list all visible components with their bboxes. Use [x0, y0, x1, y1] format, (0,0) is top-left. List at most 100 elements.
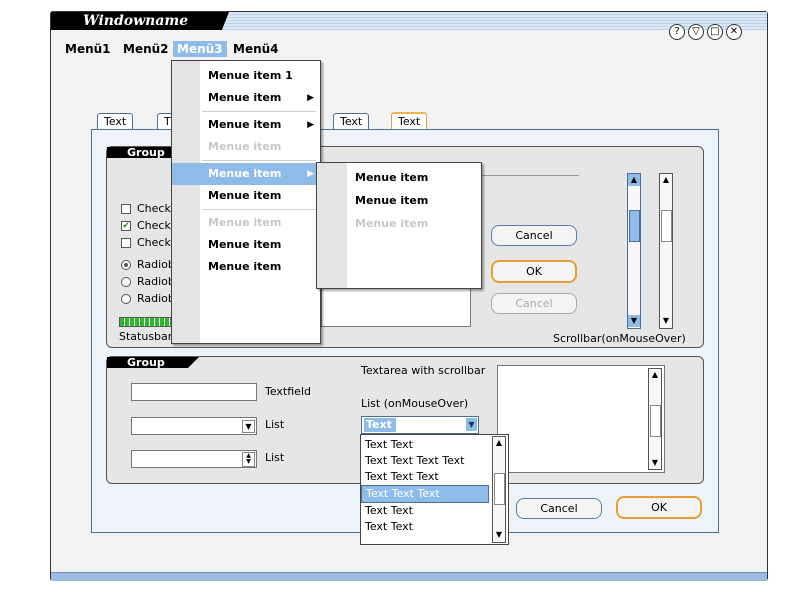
- cancel-button-footer[interactable]: Cancel: [516, 498, 602, 519]
- radio-dot: [124, 263, 128, 267]
- group-1-label: Group: [107, 147, 199, 158]
- status-progress-bar: [119, 317, 177, 327]
- scrollbar-1[interactable]: ▲ ▼: [627, 173, 641, 329]
- scroll-down-icon[interactable]: ▼: [495, 530, 503, 539]
- cancel-button-1[interactable]: Cancel: [491, 225, 577, 246]
- maximize-icon[interactable]: □: [707, 24, 723, 40]
- help-icon[interactable]: ?: [669, 24, 685, 40]
- text-field[interactable]: [131, 383, 257, 401]
- title-bar[interactable]: [51, 12, 767, 30]
- menu3-item-8[interactable]: Menue item: [208, 238, 282, 251]
- scroll-down-icon[interactable]: ▼: [628, 315, 640, 327]
- textfield-label: Textfield: [265, 385, 311, 398]
- textarea[interactable]: ▲ ▼: [497, 365, 665, 473]
- tab-4-active[interactable]: Text: [391, 112, 428, 130]
- checkbox-1-label: Check: [137, 202, 171, 215]
- scroll-down-icon[interactable]: ▼: [662, 316, 670, 325]
- list-item[interactable]: Text Text Text Text: [365, 454, 465, 467]
- menu3-item-1[interactable]: Menue item 1: [208, 69, 293, 82]
- statusbar-label: Statusbar: [119, 330, 173, 343]
- list-item[interactable]: Text Text: [365, 438, 413, 451]
- checkbox-3[interactable]: [121, 238, 131, 248]
- menu3-item-9[interactable]: Menue item: [208, 260, 282, 273]
- tab-1[interactable]: Text: [97, 113, 134, 130]
- list-item[interactable]: Text Text: [365, 520, 413, 533]
- menu3-item-3[interactable]: Menue item▶: [172, 114, 320, 136]
- scroll-down-icon[interactable]: ▼: [651, 458, 659, 467]
- list-select-mouseover[interactable]: Text ▼: [361, 416, 479, 434]
- list-scrollbar[interactable]: ▲ ▼: [492, 436, 506, 543]
- list-spinner[interactable]: ▲▼: [131, 450, 257, 468]
- list-item[interactable]: Text Text: [365, 504, 413, 517]
- menu-menu3[interactable]: Menü3: [173, 41, 227, 57]
- submenu-item-1[interactable]: Menue item: [355, 171, 429, 184]
- chevron-down-icon[interactable]: ▼: [242, 420, 255, 433]
- window-title: Windowname: [83, 13, 189, 29]
- textarea-scrollbar[interactable]: ▲ ▼: [648, 368, 662, 470]
- scrollbar-label: Scrollbar(onMouseOver): [553, 332, 686, 345]
- scroll-up-icon[interactable]: ▲: [651, 370, 659, 379]
- checkbox-1[interactable]: [121, 204, 131, 214]
- ok-button-footer[interactable]: OK: [616, 496, 702, 519]
- ok-button-1[interactable]: OK: [491, 260, 577, 283]
- title-tab: [51, 12, 229, 30]
- menu-menu4[interactable]: Menü4: [233, 42, 279, 56]
- radio-3-label: Radiob: [137, 292, 175, 305]
- list-item-highlighted[interactable]: Text Text Text: [361, 485, 489, 503]
- chevron-down-icon[interactable]: ▼: [466, 418, 477, 431]
- group-2-label: Group: [107, 357, 199, 368]
- menu3-item-7-disabled: Menue item: [208, 216, 282, 229]
- menu-separator: [202, 111, 316, 112]
- scrollbar-2[interactable]: ▲ ▼: [659, 173, 673, 329]
- checkbox-2-checked[interactable]: ✔: [121, 221, 131, 231]
- menu-icon-strip: [172, 61, 200, 343]
- minimize-icon[interactable]: ▽: [688, 24, 704, 40]
- submenu-item-2[interactable]: Menue item: [355, 194, 429, 207]
- submenu-item-3-disabled: Menue item: [355, 217, 429, 230]
- scroll-thumb[interactable]: [650, 405, 661, 437]
- list-item[interactable]: Text Text Text: [365, 470, 439, 483]
- radio-1-selected[interactable]: [121, 260, 131, 270]
- menu-menu1[interactable]: Menü1: [65, 42, 111, 56]
- spinner-arrows-icon[interactable]: ▲▼: [242, 452, 255, 467]
- tab-3[interactable]: Text: [333, 113, 370, 130]
- list-selected-value: Text: [364, 418, 396, 432]
- list-dropdown[interactable]: Text Text Text Text Text Text Text Text …: [360, 434, 509, 545]
- list-select-1[interactable]: ▼: [131, 417, 257, 435]
- scroll-thumb[interactable]: [494, 473, 505, 505]
- window-bottom-bar: [51, 572, 767, 581]
- group-2: Group Textfield ▼ List ▲▼ List Textarea …: [106, 356, 704, 484]
- submenu-dropdown: Menue item Menue item Menue item: [316, 162, 482, 289]
- radio-2[interactable]: [121, 277, 131, 287]
- menu-separator: [202, 160, 316, 161]
- submenu-items: Menue item Menue item Menue item: [319, 167, 481, 236]
- cancel-button-disabled: Cancel: [491, 293, 577, 314]
- scroll-up-icon[interactable]: ▲: [495, 438, 503, 447]
- scroll-thumb[interactable]: [661, 210, 672, 242]
- menu-menu2[interactable]: Menü2: [123, 42, 169, 56]
- scroll-up-icon[interactable]: ▲: [662, 175, 670, 184]
- menu-item-label: Menue item: [208, 91, 282, 104]
- checkbox-2-label: Check: [137, 219, 171, 232]
- submenu-arrow-icon: ▶: [307, 120, 314, 130]
- menu3-dropdown: Menue item 1 Menue item ▶ Menue item ▶ Men…: [171, 60, 321, 344]
- menu-item-label: Menue item: [208, 167, 282, 180]
- radio-2-label: Radiob: [137, 275, 175, 288]
- list-label-1: List: [265, 418, 285, 431]
- menu3-item-5-highlighted[interactable]: Menue item ▶: [172, 163, 320, 185]
- menu3-item-2[interactable]: Menue item▶: [172, 87, 320, 109]
- text-area-1[interactable]: [321, 287, 471, 327]
- textarea-label: Textarea with scrollbar: [361, 364, 486, 377]
- menu3-items: Menue item 1 Menue item ▶ Menue item ▶ Men…: [172, 65, 320, 278]
- scroll-up-icon[interactable]: ▲: [628, 174, 640, 186]
- submenu-arrow-icon: ▶: [307, 169, 314, 179]
- radio-3[interactable]: [121, 294, 131, 304]
- menu-icon-strip: [317, 163, 347, 288]
- list-dropdown-items: Text Text Text Text Text Text Text Text …: [361, 437, 489, 535]
- list-label-2: List: [265, 451, 285, 464]
- scroll-thumb[interactable]: [629, 210, 640, 242]
- radio-1-label: Radiob: [137, 258, 175, 271]
- menu3-item-4-disabled: Menue item: [208, 140, 282, 153]
- menu3-item-6[interactable]: Menue item: [208, 189, 282, 202]
- close-icon[interactable]: ✕: [726, 24, 742, 40]
